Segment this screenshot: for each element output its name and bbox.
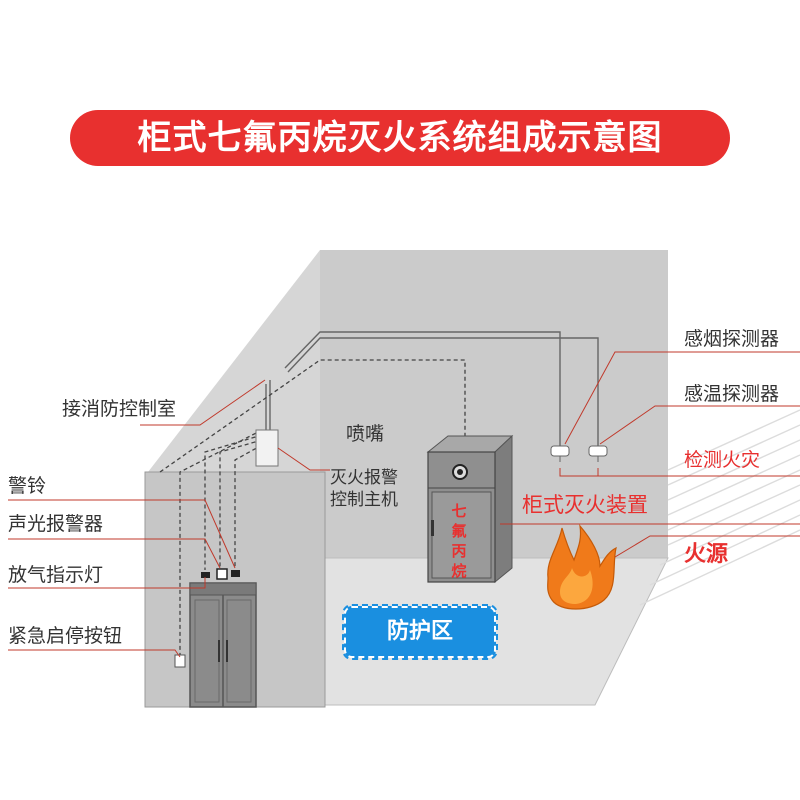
label-control-host-line2: 控制主机 <box>330 490 398 510</box>
cabinet-text-4: 烷 <box>451 562 467 580</box>
label-alarm-bell: 警铃 <box>8 475 47 497</box>
label-sound-light-alarm: 声光报警器 <box>8 513 104 535</box>
door <box>189 582 257 708</box>
hatch-lines <box>639 409 800 606</box>
label-detect-fire: 检测火灾 <box>684 449 761 471</box>
cabinet-text-1: 七 <box>451 502 467 520</box>
label-emergency-stop: 紧急启停按钮 <box>8 625 123 647</box>
leader-lines-right <box>500 351 800 567</box>
cabinet-device <box>426 434 514 584</box>
heat-detector-device <box>588 445 608 462</box>
leader-lines-left <box>8 379 330 658</box>
cabinet-text-2: 氟 <box>451 522 467 540</box>
smoke-detector-device <box>550 445 570 462</box>
label-smoke-detector: 感烟探测器 <box>684 328 780 350</box>
wiring-dashed <box>159 359 466 655</box>
diagram-title: 柜式七氟丙烷灭火系统组成示意图 <box>70 110 730 166</box>
label-control-host-line1: 灭火报警 <box>330 468 398 488</box>
label-nozzle: 喷嘴 <box>346 423 385 445</box>
cabinet-text-3: 丙 <box>451 542 467 560</box>
alarm-bell-device <box>231 570 240 577</box>
emergency-stop-device <box>174 654 186 668</box>
label-fire-source: 火源 <box>684 542 729 567</box>
label-heat-detector: 感温探测器 <box>684 383 780 405</box>
sound-light-alarm-device <box>216 568 228 580</box>
release-indicator-device <box>201 572 210 578</box>
control-host-box <box>255 429 279 467</box>
label-release-indicator: 放气指示灯 <box>8 564 104 586</box>
label-connect-control-room: 接消防控制室 <box>62 398 177 420</box>
protection-zone-badge: 防护区 <box>342 604 498 660</box>
label-cabinet-device: 柜式灭火装置 <box>522 493 648 517</box>
wiring-solid <box>265 331 599 447</box>
back-wall <box>320 250 668 558</box>
